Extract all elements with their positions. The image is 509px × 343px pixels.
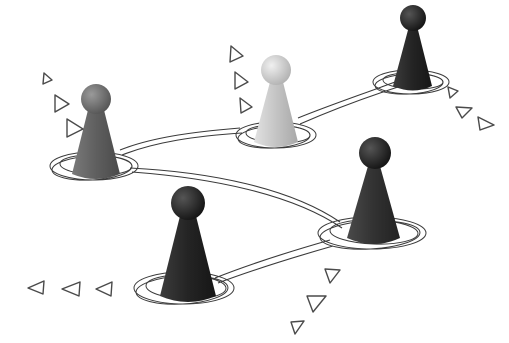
triangle-icon [455,106,473,119]
triangles-right [447,86,495,131]
triangle-icon [290,320,305,335]
triangle-icon [95,281,113,297]
pawn-bottom [160,186,216,302]
triangle-icon [54,94,70,113]
triangle-icon [324,268,341,284]
pawn-center-top [254,55,298,147]
connection-bottom-to-right-2 [217,245,334,284]
triangle-icon [306,295,327,313]
triangle-icon [61,281,81,297]
triangle-icon [477,116,495,131]
pawn-right [347,137,400,244]
triangle-icon [234,71,249,90]
triangle-icon [66,118,84,138]
triangle-icon [27,280,45,295]
connection-left-to-right-2 [131,171,343,229]
triangles-bottom-left [27,280,113,297]
connection-center-to-topright-2 [299,86,399,125]
triangle-icon [239,97,253,114]
triangles-top-center [229,45,253,114]
connection-left-to-center [119,127,241,151]
pawn-left [72,84,120,179]
triangle-icon [447,86,459,99]
pawn-top-right [393,5,432,91]
connection-lines [119,81,399,284]
connection-left-to-center-2 [121,132,243,156]
connection-left-to-right [129,167,341,223]
triangle-icon [229,45,244,63]
triangles-top-left [42,72,84,138]
connection-bottom-to-right [214,239,331,279]
connection-center-to-topright [297,81,396,119]
triangles-bottom-center [290,268,341,335]
triangle-icon [42,72,53,85]
